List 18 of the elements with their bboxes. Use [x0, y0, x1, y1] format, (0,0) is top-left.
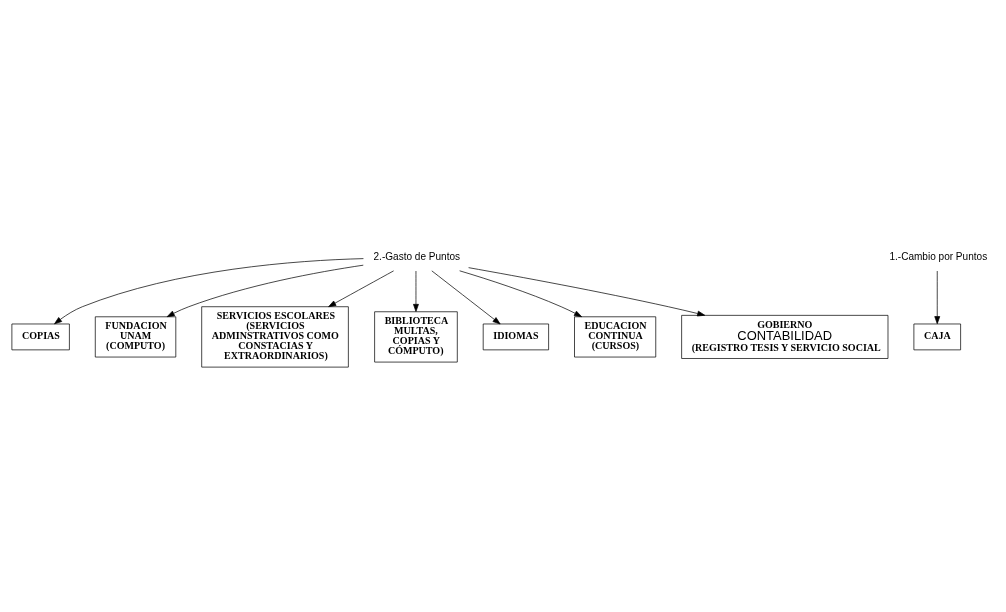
- arrow: [166, 264, 364, 318]
- arrow: [412, 270, 419, 312]
- node-box: IDIOMAS: [482, 323, 549, 351]
- arrow: [467, 267, 705, 317]
- node-box: EDUCACION CONTINUA (CURSOS): [573, 316, 656, 358]
- arrow: [933, 270, 940, 325]
- arrow: [53, 258, 364, 325]
- arrow: [327, 270, 394, 308]
- node-text: 1.-Cambio por Puntos: [888, 251, 987, 263]
- node-box: FUNDACION UNAM (COMPUTO): [94, 316, 176, 358]
- node-text: 2.-Gasto de Puntos: [373, 251, 460, 263]
- arrow: [458, 270, 582, 318]
- node-box: SERVICIOS ESCOLARES (SERVICIOS ADMINSTRATIVOS COMO CONSTACIAS Y EXTRAORDINARIOS): [200, 306, 349, 368]
- node-box: COPIAS: [11, 323, 70, 351]
- node-box: BIBLIOTECA MULTAS, COPIAS Y CÓMPUTO): [373, 311, 458, 363]
- node-box: GOBIERNO CONTABILIDAD (REGISTRO TESIS Y SERVICIO SOCIAL: [680, 315, 888, 359]
- node-box: CAJA: [913, 323, 961, 351]
- arrow: [430, 270, 500, 325]
